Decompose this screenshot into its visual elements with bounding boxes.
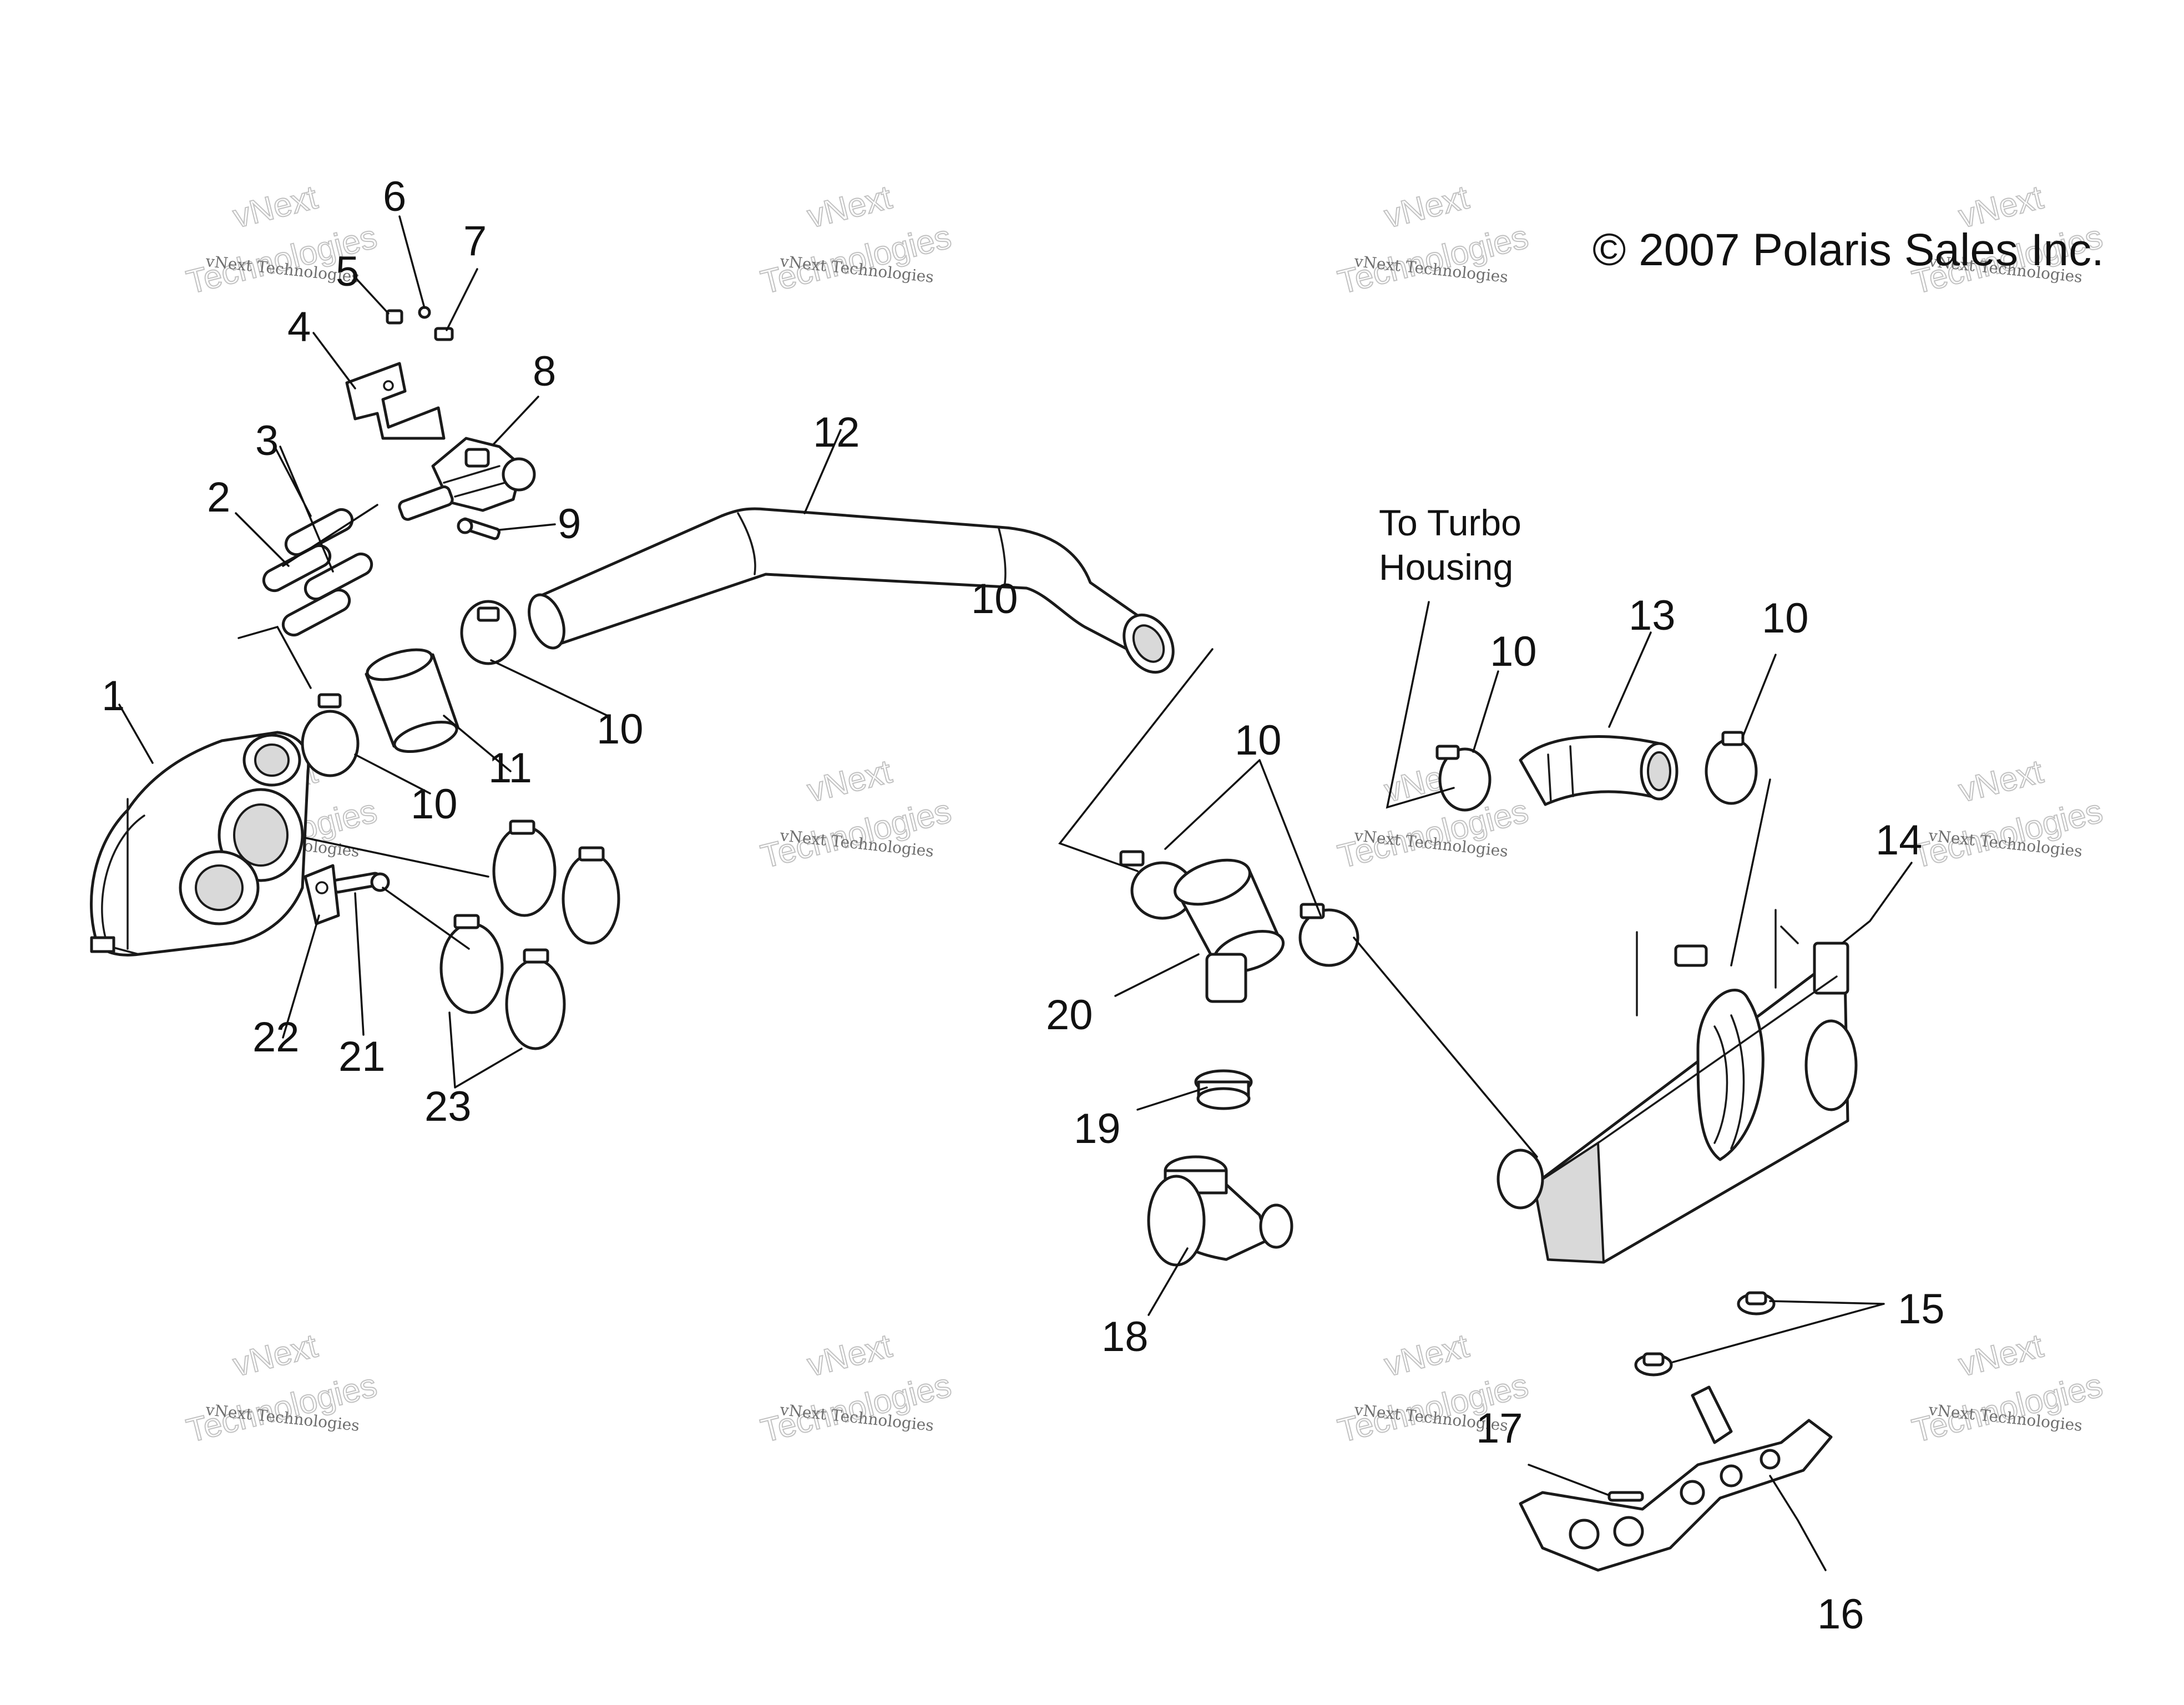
callout-19: 19 — [1074, 1105, 1121, 1152]
svg-text:vNext: vNext — [803, 178, 895, 235]
leader-lines — [118, 215, 1913, 1571]
coupler-sleeve-part — [365, 648, 459, 753]
svg-text:vNext: vNext — [803, 752, 895, 809]
tee-coupler-part — [1174, 858, 1285, 1003]
mounting-plate-part — [1519, 1385, 1833, 1572]
callout-3: 3 — [255, 417, 279, 464]
callout-10-d: 10 — [1490, 628, 1537, 675]
turbo-hose-part — [1519, 735, 1679, 806]
svg-text:vNext: vNext — [1381, 178, 1472, 235]
bypass-valve-part — [398, 437, 536, 521]
rivet-part — [1607, 1491, 1644, 1502]
note-to-turbo-housing-line1: To Turbo — [1379, 502, 1521, 543]
small-clamp-part — [1194, 1069, 1253, 1110]
callout-6: 6 — [383, 173, 406, 220]
callout-2: 2 — [207, 474, 230, 521]
watermarks: vNext Technologies vNext Technologies vN… — [183, 178, 2107, 1450]
callout-4: 4 — [287, 303, 311, 351]
mounting-bracket-part — [345, 362, 446, 440]
vent-hoses-part — [262, 508, 373, 637]
callout-1: 1 — [102, 672, 125, 720]
copyright-text: © 2007 Polaris Sales Inc. — [1593, 225, 2104, 275]
hose-clamps — [301, 600, 1758, 1050]
callout-10-a: 10 — [596, 706, 644, 753]
callout-12: 12 — [813, 409, 860, 456]
svg-text:vNext: vNext — [1955, 1327, 2046, 1383]
sensor-bolt-part — [304, 864, 390, 925]
callout-18: 18 — [1101, 1313, 1149, 1360]
intercooler-part — [1497, 909, 1858, 1264]
callout-9: 9 — [558, 500, 581, 548]
svg-text:vNext: vNext — [1381, 1327, 1472, 1383]
grommets-part — [1634, 1291, 1776, 1377]
callout-5: 5 — [336, 248, 359, 295]
callout-13: 13 — [1629, 592, 1676, 639]
callout-20: 20 — [1046, 991, 1093, 1039]
callout-17: 17 — [1476, 1405, 1523, 1452]
small-hardware — [386, 306, 454, 341]
note-to-turbo-housing-line2: Housing — [1379, 547, 1513, 588]
callout-11: 11 — [488, 745, 532, 792]
svg-text:vNext: vNext — [229, 1327, 321, 1383]
screw-part — [457, 517, 501, 540]
throttle-body-part — [89, 731, 310, 957]
callout-10-e: 10 — [1762, 595, 1809, 642]
callout-7: 7 — [463, 217, 487, 265]
svg-text:vNext: vNext — [803, 1327, 895, 1383]
callout-15: 15 — [1898, 1286, 1945, 1333]
svg-text:vNext: vNext — [229, 178, 321, 235]
callout-10-c: 10 — [1235, 717, 1282, 764]
bypass-elbow-part — [1147, 1155, 1293, 1267]
callout-22: 22 — [252, 1014, 300, 1061]
callouts: 1 2 3 4 5 6 7 8 9 10 10 10 10 10 10 11 1… — [102, 173, 1945, 1638]
svg-text:vNext: vNext — [1955, 752, 2046, 809]
intake-tube-part — [528, 507, 1175, 674]
callout-21: 21 — [338, 1033, 386, 1080]
callout-23: 23 — [424, 1083, 472, 1130]
callout-8: 8 — [533, 348, 556, 395]
callout-14: 14 — [1875, 817, 1923, 864]
callout-10-f: 10 — [971, 575, 1018, 623]
callout-10-b: 10 — [411, 781, 458, 828]
callout-16: 16 — [1817, 1591, 1864, 1638]
